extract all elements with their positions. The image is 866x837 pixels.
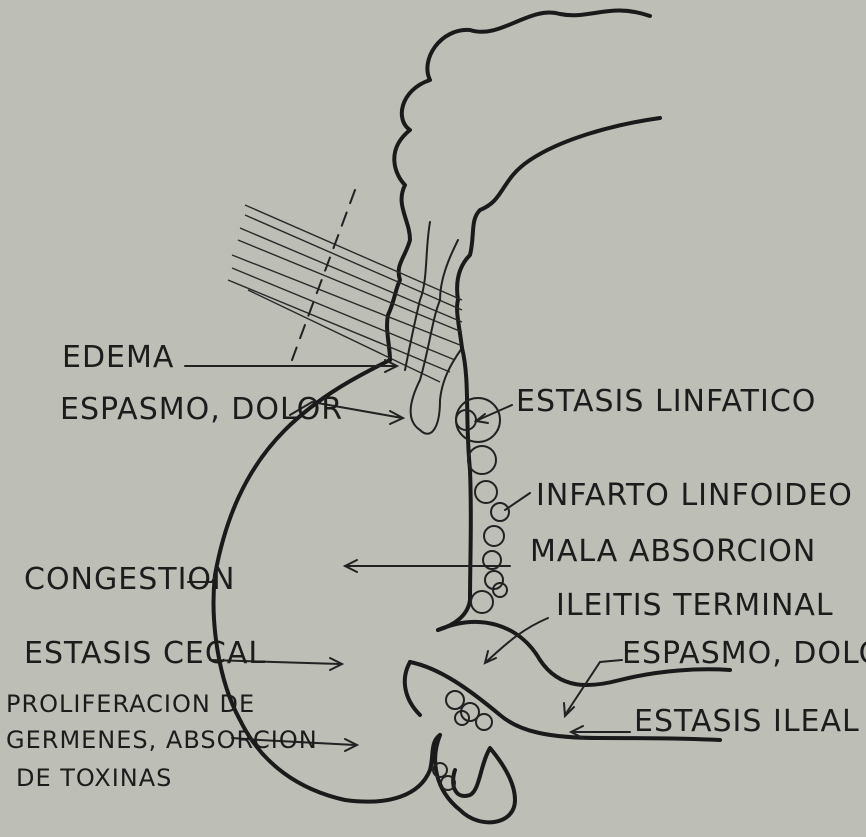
cecum-inner-right [438, 348, 471, 630]
colon-outline-right [457, 118, 660, 348]
label-estasis-linfatico: ESTASIS LINFATICO [516, 384, 816, 419]
label-espasmo-dolor-right: ESPASMO, DOLOR [622, 636, 866, 671]
label-estasis-cecal: ESTASIS CECAL [24, 636, 266, 671]
label-mala-absorcion: MALA ABSORCION [530, 534, 816, 569]
label-proliferacion-1: PROLIFERACION DE [6, 690, 255, 718]
ileum-fold [405, 662, 420, 715]
label-proliferacion-2: GERMENES, ABSORCION [6, 726, 318, 754]
label-edema: EDEMA [62, 340, 174, 375]
label-proliferacion-3: DE TOXINAS [16, 764, 172, 792]
label-ileitis-terminal: ILEITIS TERMINAL [556, 588, 834, 623]
appendix [435, 735, 515, 822]
label-infarto-linfoideo: INFARTO LINFOIDEO [536, 478, 853, 513]
label-espasmo-dolor-left: ESPASMO, DOLOR [60, 392, 343, 427]
label-congestion: CONGESTION [24, 562, 235, 597]
label-estasis-ileal: ESTASIS ILEAL [634, 704, 860, 739]
lumen-line-2 [411, 240, 462, 434]
